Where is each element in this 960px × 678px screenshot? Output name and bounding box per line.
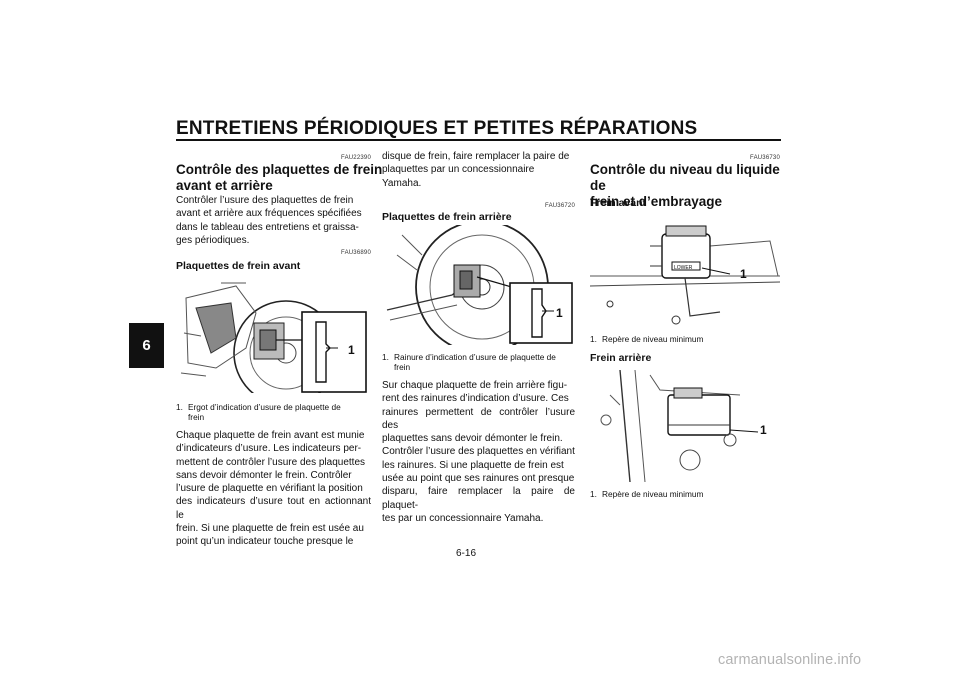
front-reservoir-figure: LOWER 1 — [590, 216, 780, 328]
watermark: carmanualsonline.info — [718, 652, 862, 668]
subsection-heading: Frein arrière — [590, 352, 652, 364]
reservoir-label: LOWER — [674, 265, 693, 271]
rear-reservoir-figure: 1 — [590, 370, 780, 482]
chapter-tab: 6 — [129, 323, 164, 368]
subsection-heading: Plaquettes de frein arrière — [382, 211, 512, 223]
figure-label: 1 — [740, 267, 747, 281]
figure-label: 1 — [348, 343, 355, 357]
reference-code: FAU22390 — [341, 155, 371, 161]
page-number: 6-16 — [456, 548, 477, 559]
intro-paragraph: Contrôler l’usure des plaquettes de frei… — [176, 195, 362, 246]
reference-code: FAU36720 — [545, 203, 575, 209]
figure-caption: 1.Ergot d’indication d’usure de plaquett… — [176, 402, 341, 422]
figure-caption: 1.Repère de niveau minimum — [590, 334, 704, 344]
rear-brake-pad-figure: 1 — [382, 225, 575, 345]
figure-label: 1 — [556, 306, 563, 320]
figure-label: 1 — [760, 423, 767, 437]
section-heading: Contrôle des plaquettes de frein avant e… — [176, 162, 383, 193]
front-brake-pad-figure: 1 — [176, 278, 372, 393]
header-rule — [176, 139, 781, 141]
reference-code: FAU36890 — [341, 250, 371, 256]
front-pad-paragraph: Chaque plaquette de frein avant est muni… — [176, 430, 371, 548]
section-heading: Contrôle du niveau du liquide de frein e… — [590, 162, 780, 209]
continuation-paragraph: disque de frein, faire remplacer la pair… — [382, 151, 570, 189]
subsection-heading: Plaquettes de frein avant — [176, 260, 301, 272]
page-title: ENTRETIENS PÉRIODIQUES ET PETITES RÉPARA… — [176, 118, 698, 139]
subsection-heading: Frein avant — [590, 197, 647, 209]
figure-caption: 1.Repère de niveau minimum — [590, 489, 704, 499]
figure-caption: 1.Rainure d’indication d’usure de plaque… — [382, 352, 556, 372]
reference-code: FAU36730 — [750, 155, 780, 161]
rear-pad-paragraph: Sur chaque plaquette de frein arrière fi… — [382, 380, 575, 524]
